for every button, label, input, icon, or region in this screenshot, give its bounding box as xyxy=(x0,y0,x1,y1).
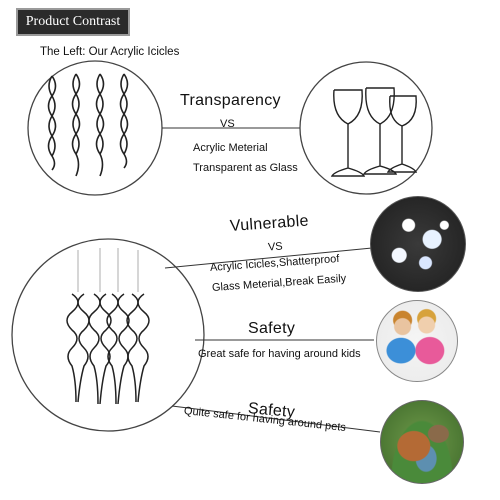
subtitle-left-label: The Left: Our Acrylic Icicles xyxy=(40,46,180,58)
safety-kids-line1: Great safe for having around kids xyxy=(198,348,361,360)
bottom-icicle-circle xyxy=(11,238,205,432)
safety-kids-heading: Safety xyxy=(248,320,296,337)
vulnerable-connector xyxy=(164,247,373,269)
wine-glasses-icon xyxy=(330,87,418,177)
top-icicles-icon xyxy=(47,73,129,177)
top-icicle-circle xyxy=(27,60,163,196)
transparency-line1: Acrylic Meterial xyxy=(193,142,268,154)
safety-pets-connector xyxy=(171,405,381,433)
shattered-glass-icon xyxy=(370,196,466,292)
vulnerable-vs: VS xyxy=(267,240,284,254)
transparency-heading: Transparency xyxy=(180,92,281,109)
transparency-line2: Transparent as Glass xyxy=(193,162,298,174)
icicle-strings xyxy=(77,248,139,292)
product-contrast-badge: Product Contrast xyxy=(16,8,130,36)
kids-photo-icon xyxy=(376,300,458,382)
transparency-vs: VS xyxy=(220,118,235,130)
bottom-icicles-icon xyxy=(66,293,150,405)
dog-photo-icon xyxy=(380,400,464,484)
wine-glass-circle xyxy=(299,61,433,195)
